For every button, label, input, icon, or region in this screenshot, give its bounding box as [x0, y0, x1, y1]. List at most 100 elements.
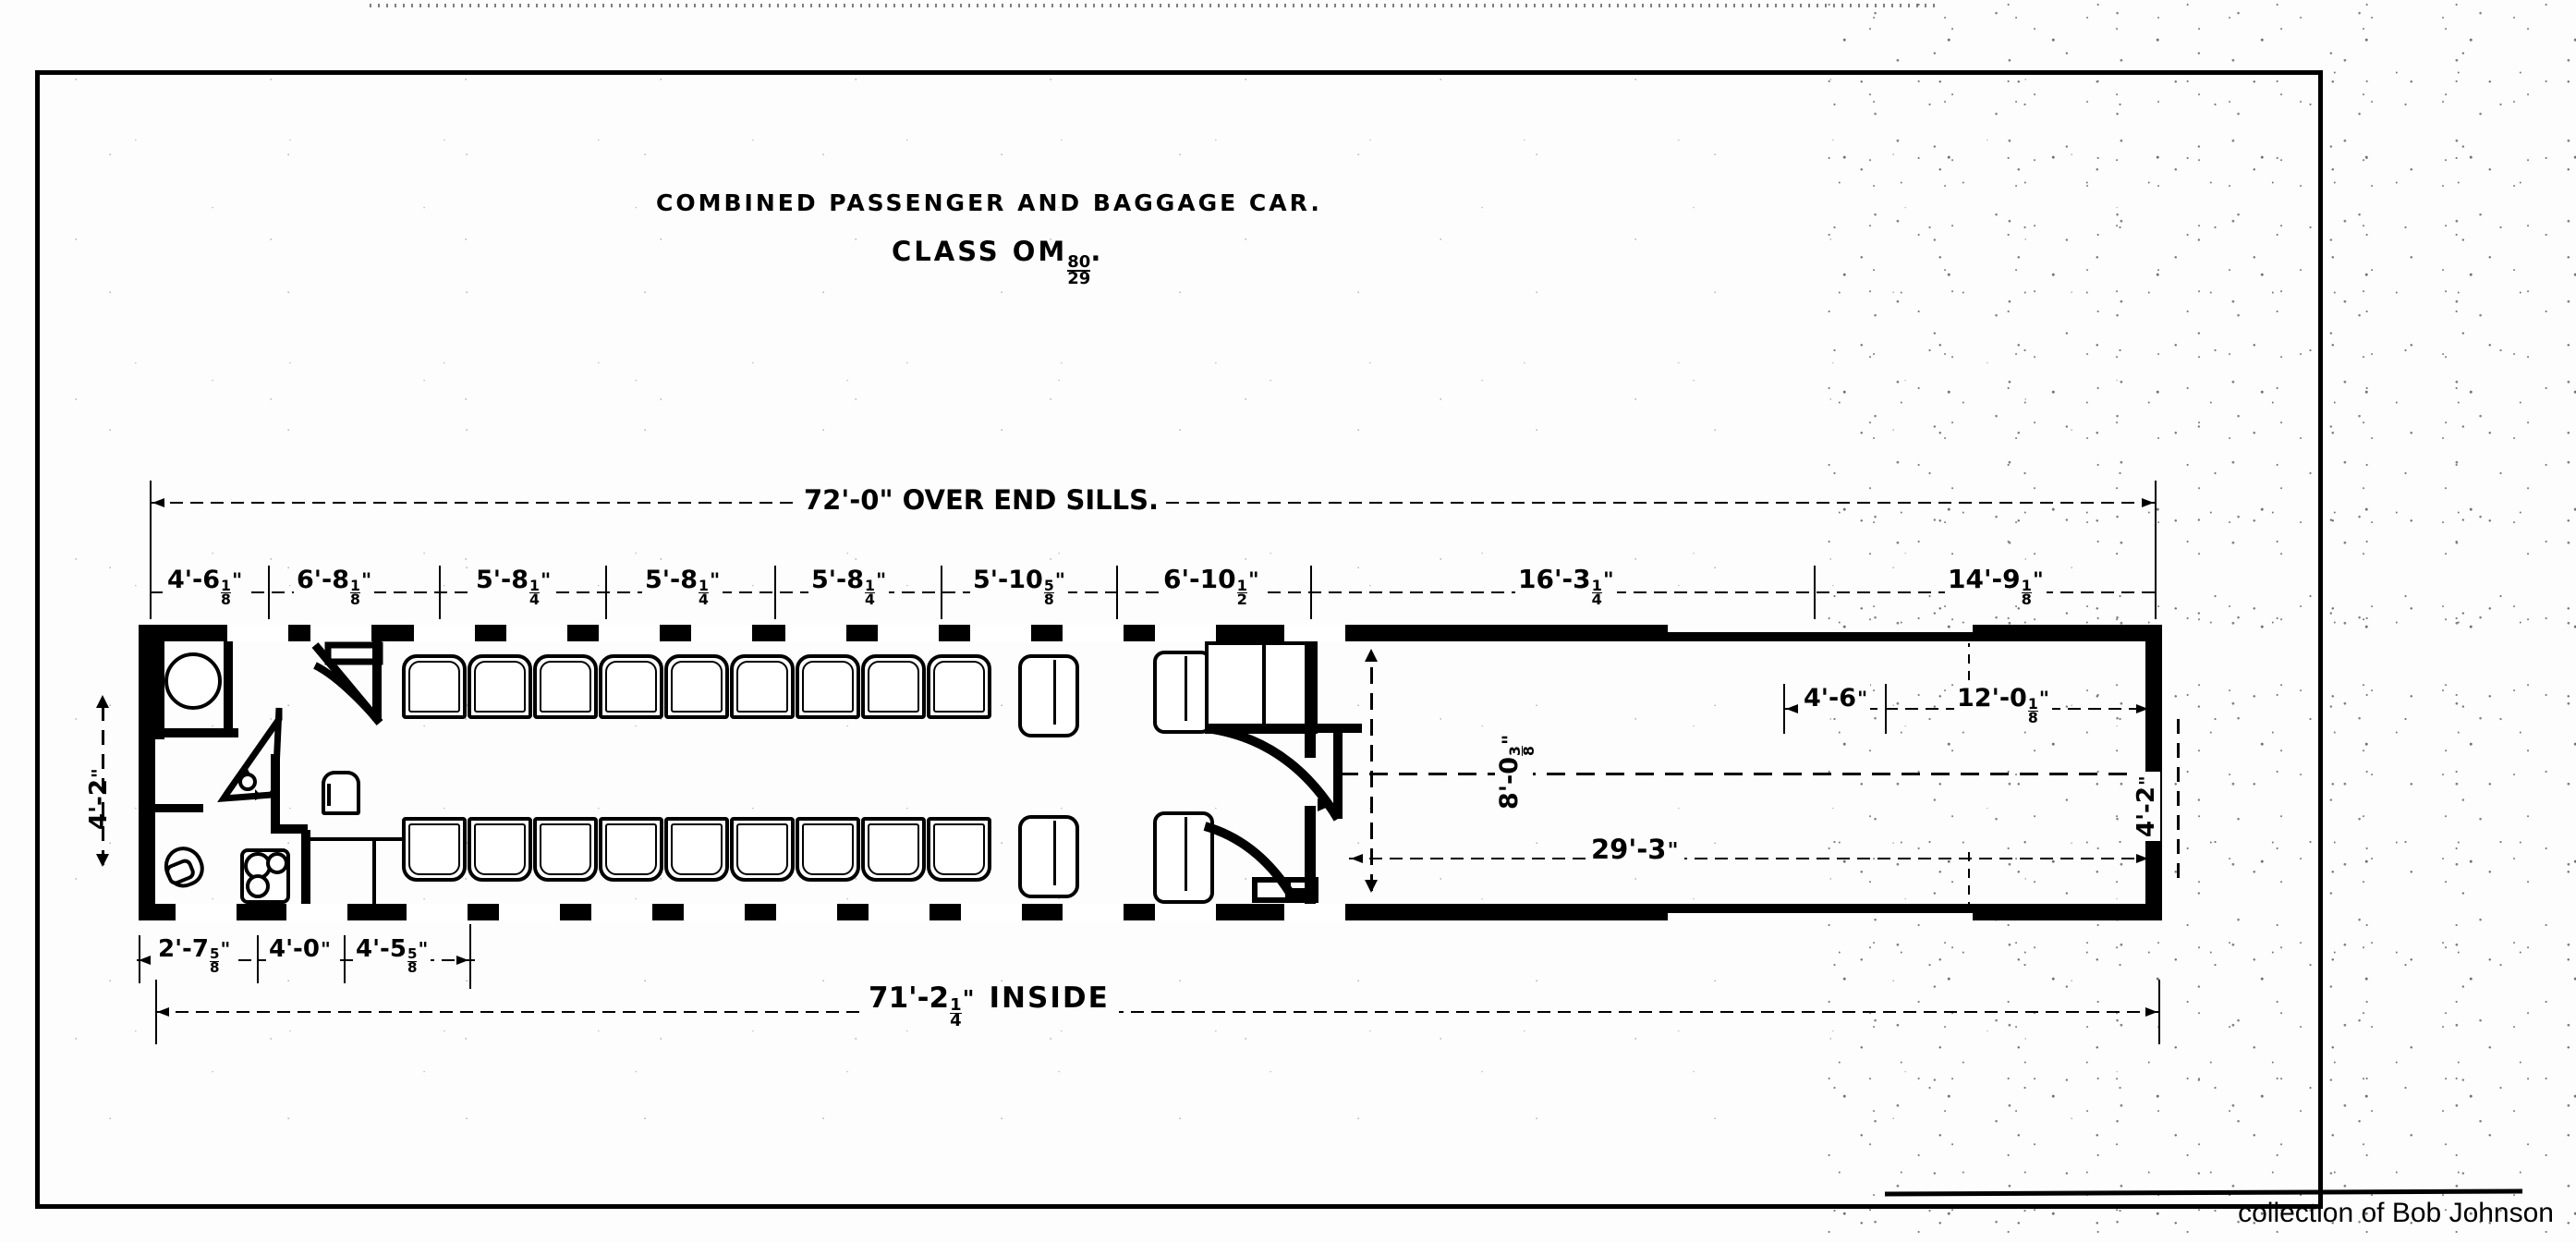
- seat-bottom-2: [468, 817, 532, 882]
- bottom-chain-tick-2: [344, 935, 346, 983]
- left-end-height-arrow-top: [96, 695, 109, 708]
- seat-bottom-extra-2: [1153, 811, 1214, 904]
- seat-top-extra-1-line: [1053, 660, 1056, 725]
- baggage-width-dimension-line: [1370, 652, 1373, 891]
- window-b-9: [961, 904, 1022, 920]
- baggage-length-rule: [1349, 858, 2153, 859]
- main-partition-lower: [1305, 806, 1316, 904]
- baggage-chain-arrow-right: [2136, 704, 2148, 713]
- baggage-length-arrow-left: [1351, 854, 1363, 863]
- window-b-4: [499, 904, 560, 920]
- seat-bottom-extra-1: [1018, 815, 1079, 898]
- stove-burner-2: [266, 852, 288, 874]
- baggage-length-label: 29'-3": [1586, 834, 1684, 865]
- seat-bottom-1: [402, 817, 467, 882]
- seat-bottom-extra-1-line: [1053, 821, 1056, 885]
- seat-top-2: [468, 654, 532, 719]
- seat-bottom-9: [927, 817, 991, 882]
- vestibule-door-sill: [271, 824, 308, 834]
- baggage-dim-1: 4'-6": [1801, 684, 1871, 713]
- left-end-height-label: 4'-2": [85, 764, 113, 834]
- right-end-height-rule: [2177, 712, 2180, 878]
- window-b-10: [1063, 904, 1124, 920]
- seat-bottom-8: [861, 817, 926, 882]
- seat-bottom-extra-2-line: [1185, 817, 1187, 891]
- chain-tick-8: [1814, 566, 1816, 619]
- vestibule-door-arc-upper: [311, 641, 383, 725]
- chain-tick-2: [439, 566, 441, 619]
- window-t-1: [227, 625, 288, 641]
- window-b-7: [776, 904, 837, 920]
- window-b-11: [1155, 904, 1216, 920]
- scan-speckle-top: [370, 4, 1940, 7]
- window-b-1: [176, 904, 237, 920]
- overall-bottom-arrow-left: [157, 1007, 169, 1017]
- overall-bottom-rule: [155, 1011, 2158, 1013]
- main-partition-upper: [1305, 641, 1316, 758]
- window-b-2: [286, 904, 347, 920]
- seat-top-5: [664, 654, 729, 719]
- baggage-width-arrow-bottom: [1365, 880, 1378, 893]
- baggage-chain-tick-2: [2149, 684, 2151, 734]
- overall-top-arrow-right: [2142, 498, 2154, 507]
- seat-top-1: [402, 654, 467, 719]
- overall-top-right-tick: [2155, 481, 2157, 573]
- class-suffix: .: [1090, 236, 1104, 267]
- window-b-12: [1284, 904, 1345, 920]
- drawing-title: COMBINED PASSENGER AND BAGGAGE CAR.: [656, 189, 1322, 216]
- seat-top-9: [927, 654, 991, 719]
- class-prefix: CLASS OM: [892, 236, 1068, 267]
- seat-bottom-4: [599, 817, 663, 882]
- window-t-3: [414, 625, 475, 641]
- bottom-wall-baggage-door-opening: [1668, 904, 1973, 913]
- overall-bottom-arrow-right: [2145, 1007, 2157, 1017]
- seat-bottom-5: [664, 817, 729, 882]
- chain-tick-4: [774, 566, 776, 619]
- chain-tick-9: [2155, 566, 2157, 619]
- compartment-partition-lower: [301, 830, 310, 904]
- left-end-height-rule: [102, 699, 104, 865]
- seat-top-extra-2-line: [1185, 656, 1187, 721]
- window-t-9: [970, 625, 1031, 641]
- end-wall-left: [139, 625, 155, 920]
- top-chain-rule: [150, 591, 2159, 593]
- left-end-height-arrow-bottom: [96, 854, 109, 867]
- partition-closet-top-1: [1205, 641, 1270, 734]
- door-swing-wedge: [217, 707, 283, 803]
- seat-top-7: [796, 654, 860, 719]
- baggage-chain-arrow-left: [1786, 704, 1798, 713]
- bottom-chain-arrow-left: [139, 956, 151, 965]
- chain-tick-0: [150, 566, 152, 619]
- water-tank-circle: [164, 652, 222, 710]
- bottom-chain-tick-3: [469, 924, 471, 989]
- top-wall-baggage-door-opening: [1668, 632, 1973, 641]
- baggage-door-tick-left-lower: [1968, 847, 1970, 911]
- window-b-3: [407, 904, 468, 920]
- seat-top-extra-2: [1153, 651, 1212, 734]
- lavatory-partition-vertical: [224, 641, 233, 734]
- baggage-length-arrow-right: [2136, 854, 2148, 863]
- window-t-8: [878, 625, 939, 641]
- window-b-5: [591, 904, 652, 920]
- overall-top-arrow-left: [152, 498, 164, 507]
- seat-top-6: [730, 654, 795, 719]
- drawing-sheet-border: [35, 70, 2323, 1209]
- seat-top-3: [533, 654, 598, 719]
- chain-tick-6: [1116, 566, 1118, 619]
- window-b-8: [869, 904, 930, 920]
- seat-top-4: [599, 654, 663, 719]
- bottom-dim-2: 4'-0": [266, 935, 334, 963]
